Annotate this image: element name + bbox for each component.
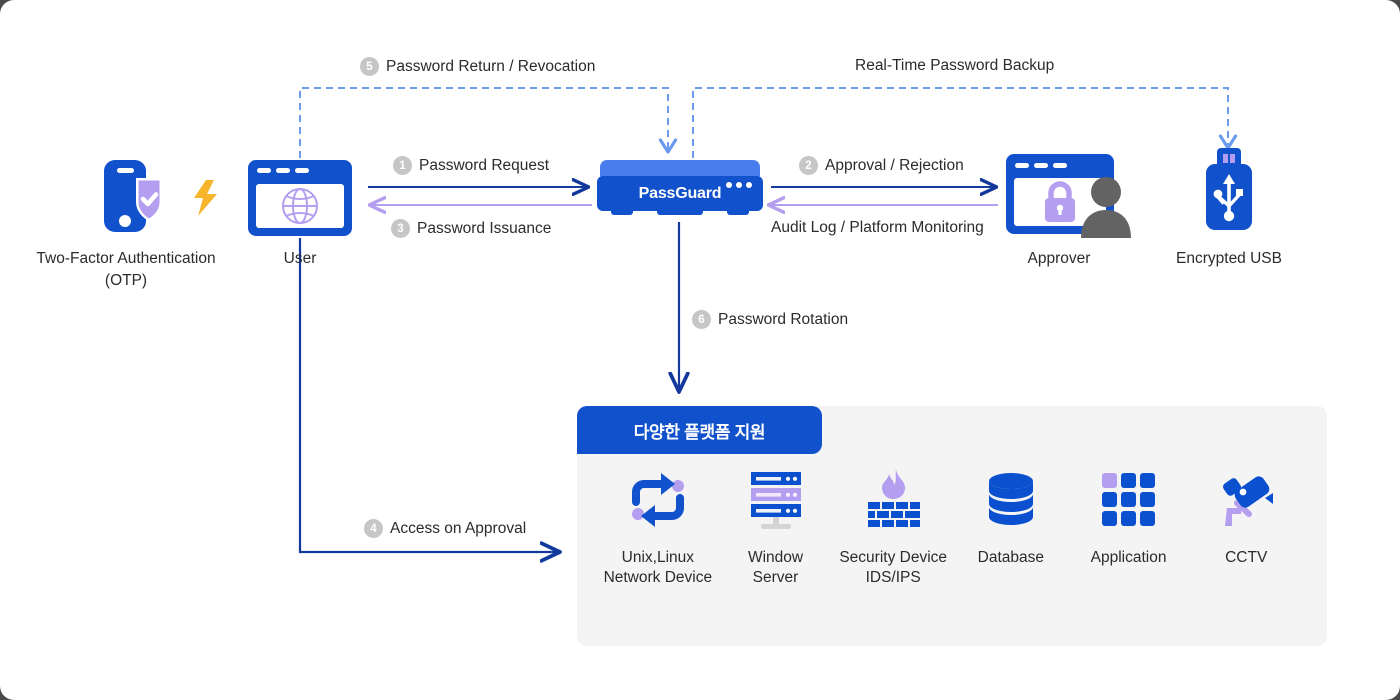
approver-caption: Approver xyxy=(1027,250,1091,267)
otp-caption: Two-Factor Authentication (OTP) xyxy=(20,248,232,293)
otp-caption-line2: (OTP) xyxy=(104,272,148,290)
passguard-dot-2 xyxy=(736,182,742,188)
platform-item-caption: Window Server xyxy=(748,548,803,588)
server-rack-icon xyxy=(745,464,807,536)
refresh-arrows-icon xyxy=(626,464,690,536)
platform-item-caption-line1: Application xyxy=(1090,549,1167,566)
database-icon xyxy=(983,464,1039,536)
passguard-foot-right xyxy=(727,210,749,215)
platform-item-application[interactable]: Application xyxy=(1070,464,1188,568)
passguard-foot-center xyxy=(657,210,703,215)
platform-item-caption: Database xyxy=(978,548,1044,568)
platform-item-window-server[interactable]: Window Server xyxy=(717,464,835,588)
user-icon xyxy=(246,158,354,238)
flow-label-approval-rejection: 2 Approval / Rejection xyxy=(799,156,964,175)
flow-text-access-on-approval: Access on Approval xyxy=(390,519,527,537)
flow-label-password-request: 1 Password Request xyxy=(393,156,549,175)
connector-access-on-approval xyxy=(298,238,560,552)
platform-item-caption: Unix,Linux Network Device xyxy=(604,548,713,588)
passguard-foot-left xyxy=(611,210,633,215)
flow-badge-4: 4 xyxy=(364,519,383,538)
flow-badge-3: 3 xyxy=(391,219,410,238)
flow-badge-5: 5 xyxy=(360,57,379,76)
platform-item-list: Unix,Linux Network Device xyxy=(599,464,1305,588)
flow-label-password-issuance: 3 Password Issuance xyxy=(391,219,551,238)
lightning-bolt-icon xyxy=(190,178,222,218)
flow-label-audit-log: Audit Log / Platform Monitoring xyxy=(771,219,984,237)
platform-item-unix-linux[interactable]: Unix,Linux Network Device xyxy=(599,464,717,588)
app-grid-icon xyxy=(1100,464,1158,536)
flow-label-access-on-approval: 4 Access on Approval xyxy=(364,519,526,538)
cctv-camera-icon xyxy=(1215,464,1277,536)
flow-badge-1: 1 xyxy=(393,156,412,175)
flow-badge-2: 2 xyxy=(799,156,818,175)
otp-caption-line1: Two-Factor Authentication xyxy=(36,250,216,267)
otp-icon xyxy=(98,158,178,238)
platform-item-caption-line1: Database xyxy=(977,549,1045,566)
platform-item-caption-line1: Security Device xyxy=(839,549,948,566)
usb-caption: Encrypted USB xyxy=(1176,250,1282,267)
connector-realtime-backup xyxy=(692,87,1238,158)
passguard-label: PassGuard xyxy=(638,184,722,202)
platform-item-caption: CCTV xyxy=(1225,548,1267,568)
passguard-dot-1 xyxy=(726,182,732,188)
platform-panel-title: 다양한 플랫폼 지원 xyxy=(577,406,822,454)
platform-item-caption: Security Device IDS/IPS xyxy=(839,548,947,588)
usb-icon xyxy=(1198,146,1260,232)
flow-label-realtime-backup: Real-Time Password Backup xyxy=(855,57,1054,75)
platform-item-caption-line2: IDS/IPS xyxy=(865,569,921,587)
platform-item-caption-line2: Network Device xyxy=(603,569,713,587)
platform-item-caption-line2: Server xyxy=(752,569,799,587)
platform-item-database[interactable]: Database xyxy=(952,464,1070,568)
flow-text-password-issuance: Password Issuance xyxy=(417,219,552,237)
flow-label-password-rotation: 6 Password Rotation xyxy=(692,310,848,329)
platform-item-caption: Application xyxy=(1091,548,1167,568)
platform-panel: 다양한 플랫폼 지원 Unix,Linux Network De xyxy=(577,406,1327,646)
passguard-lid xyxy=(600,160,760,178)
platform-item-caption-line1: CCTV xyxy=(1225,549,1268,566)
platform-item-caption-line1: Window xyxy=(747,549,804,566)
flow-text-password-rotation: Password Rotation xyxy=(718,310,849,328)
flow-text-realtime-backup: Real-Time Password Backup xyxy=(855,57,1055,74)
user-caption: User xyxy=(283,250,317,267)
passguard-node: PassGuard xyxy=(597,160,763,218)
platform-item-security-device[interactable]: Security Device IDS/IPS xyxy=(834,464,952,588)
flow-badge-6: 6 xyxy=(692,310,711,329)
flow-text-password-request: Password Request xyxy=(419,156,550,174)
flow-text-password-return: Password Return / Revocation xyxy=(386,57,596,75)
connector-password-return xyxy=(299,87,678,158)
flow-text-audit-log: Audit Log / Platform Monitoring xyxy=(771,219,984,236)
approver-icon xyxy=(1004,152,1144,240)
platform-item-cctv[interactable]: CCTV xyxy=(1187,464,1305,568)
flow-label-password-return: 5 Password Return / Revocation xyxy=(360,57,595,76)
platform-item-caption-line1: Unix,Linux xyxy=(621,549,695,566)
firewall-flame-icon xyxy=(860,464,926,536)
passguard-dot-3 xyxy=(746,182,752,188)
passguard-body: PassGuard xyxy=(597,176,763,211)
flow-text-approval-rejection: Approval / Rejection xyxy=(825,156,964,174)
